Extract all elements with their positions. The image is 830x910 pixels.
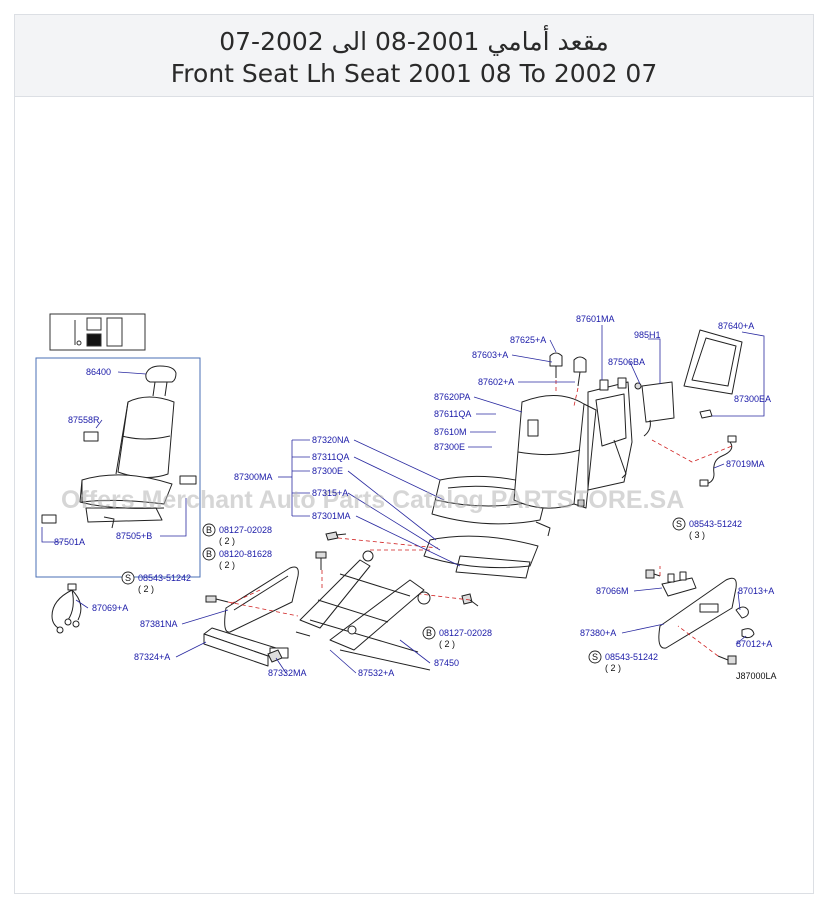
diagram-code: J87000LA bbox=[736, 671, 777, 681]
part-label[interactable]: 87332MA bbox=[268, 668, 307, 678]
part-label[interactable]: 86400 bbox=[86, 367, 111, 377]
fastener-callout[interactable]: S 08543-51242 ( 3 ) bbox=[672, 517, 742, 540]
index-thumbnail-icon[interactable] bbox=[49, 313, 146, 351]
part-label[interactable]: 87603+A bbox=[472, 350, 508, 360]
part-label[interactable]: 87066M bbox=[596, 586, 629, 596]
watermark-text: Offers Merchant Auto Parts Catalog PARTS… bbox=[61, 486, 684, 514]
part-label[interactable]: 87069+A bbox=[92, 603, 128, 613]
complete-seat-drawing bbox=[41, 365, 197, 529]
part-label[interactable]: 87611QA bbox=[434, 409, 471, 419]
part-label[interactable]: 87620PA bbox=[434, 392, 470, 402]
fastener-letter: B bbox=[206, 525, 212, 535]
fastener-code: 08127-02028 bbox=[439, 628, 492, 638]
fastener-letter: S bbox=[125, 573, 131, 583]
fastener-callout[interactable]: S 08543-51242 ( 2 ) bbox=[121, 571, 191, 594]
part-label[interactable]: 87625+A bbox=[510, 335, 546, 345]
title-english: Front Seat Lh Seat 2001 08 To 2002 07 bbox=[170, 59, 658, 88]
switch-drawing bbox=[661, 571, 697, 597]
fastener-letter: S bbox=[592, 652, 598, 662]
headrest-guide-drawing bbox=[549, 352, 587, 387]
part-label[interactable]: 87300EA bbox=[734, 394, 771, 404]
part-label[interactable]: 87450 bbox=[434, 658, 459, 668]
part-label[interactable]: 87320NA bbox=[312, 435, 350, 445]
part-label[interactable]: 87640+A bbox=[718, 321, 754, 331]
fastener-qty: ( 2 ) bbox=[605, 663, 621, 673]
bolts-drawing bbox=[205, 531, 737, 665]
left-harness-drawing bbox=[51, 583, 82, 634]
seat-adjuster-drawing bbox=[295, 550, 431, 671]
part-label[interactable]: 87019MA bbox=[726, 459, 765, 469]
part-label[interactable]: 87532+A bbox=[358, 668, 394, 678]
part-label[interactable]: 87506BA bbox=[608, 357, 645, 367]
part-label[interactable]: 87300MA bbox=[234, 472, 273, 482]
fastener-qty: ( 2 ) bbox=[138, 584, 154, 594]
fastener-code: 08120-81628 bbox=[219, 549, 272, 559]
part-label[interactable]: 87012+A bbox=[736, 639, 772, 649]
part-label[interactable]: 87610M bbox=[434, 427, 467, 437]
part-label[interactable]: 985H1 bbox=[634, 330, 661, 340]
part-label[interactable]: 87602+A bbox=[478, 377, 514, 387]
fastener-code: 08543-51242 bbox=[605, 652, 658, 662]
part-labels: 86400 87558R 87501A 87505+B 87300MA 8732… bbox=[54, 314, 774, 678]
fastener-letter: S bbox=[676, 519, 682, 529]
part-label[interactable]: 87381NA bbox=[140, 619, 178, 629]
inset-seat-box bbox=[35, 357, 201, 578]
assembly-dashed-lines bbox=[227, 380, 733, 657]
part-label[interactable]: 87301MA bbox=[312, 511, 351, 521]
inner-cover-drawing bbox=[224, 566, 299, 633]
fastener-qty: ( 2 ) bbox=[439, 639, 455, 649]
part-label[interactable]: 87013+A bbox=[738, 586, 774, 596]
part-label[interactable]: 87315+A bbox=[312, 488, 348, 498]
knob-drawing bbox=[735, 606, 755, 639]
page-header: مقعد أمامي 2001-08 الى 2002-07 Front Sea… bbox=[15, 15, 813, 97]
fastener-qty: ( 3 ) bbox=[689, 530, 705, 540]
fastener-letter: B bbox=[426, 628, 432, 638]
part-label[interactable]: 87311QA bbox=[312, 452, 349, 462]
back-frame-drawing bbox=[577, 377, 633, 507]
fastener-code: 08543-51242 bbox=[138, 573, 191, 583]
fastener-callout[interactable]: S 08543-51242 ( 2 ) bbox=[588, 650, 658, 673]
airbag-module-drawing bbox=[634, 381, 675, 437]
back-board-drawing bbox=[683, 329, 743, 419]
fastener-code: 08127-02028 bbox=[219, 525, 272, 535]
fastener-callout[interactable]: B 08127-02028 ( 2 ) bbox=[202, 523, 272, 546]
part-label[interactable]: 87300E bbox=[434, 442, 465, 452]
part-label[interactable]: 87505+B bbox=[116, 531, 152, 541]
part-label[interactable]: 87558R bbox=[68, 415, 100, 425]
outer-cover-drawing bbox=[658, 577, 737, 649]
part-label[interactable]: 87601MA bbox=[576, 314, 615, 324]
leader-lines bbox=[41, 325, 765, 674]
part-label[interactable]: 87324+A bbox=[134, 652, 170, 662]
fastener-code: 08543-51242 bbox=[689, 519, 742, 529]
part-label[interactable]: 87300E bbox=[312, 466, 343, 476]
fastener-qty: ( 2 ) bbox=[219, 560, 235, 570]
title-arabic: مقعد أمامي 2001-08 الى 2002-07 bbox=[219, 27, 609, 56]
fastener-qty: ( 2 ) bbox=[219, 536, 235, 546]
fastener-letter: B bbox=[206, 549, 212, 559]
fastener-callout[interactable]: B 08127-02028 ( 2 ) bbox=[422, 626, 492, 649]
fastener-callout[interactable]: B 08120-81628 ( 2 ) bbox=[202, 547, 272, 570]
wire-harness-drawing bbox=[699, 435, 737, 487]
part-label[interactable]: 87501A bbox=[54, 537, 85, 547]
part-label[interactable]: 87380+A bbox=[580, 628, 616, 638]
